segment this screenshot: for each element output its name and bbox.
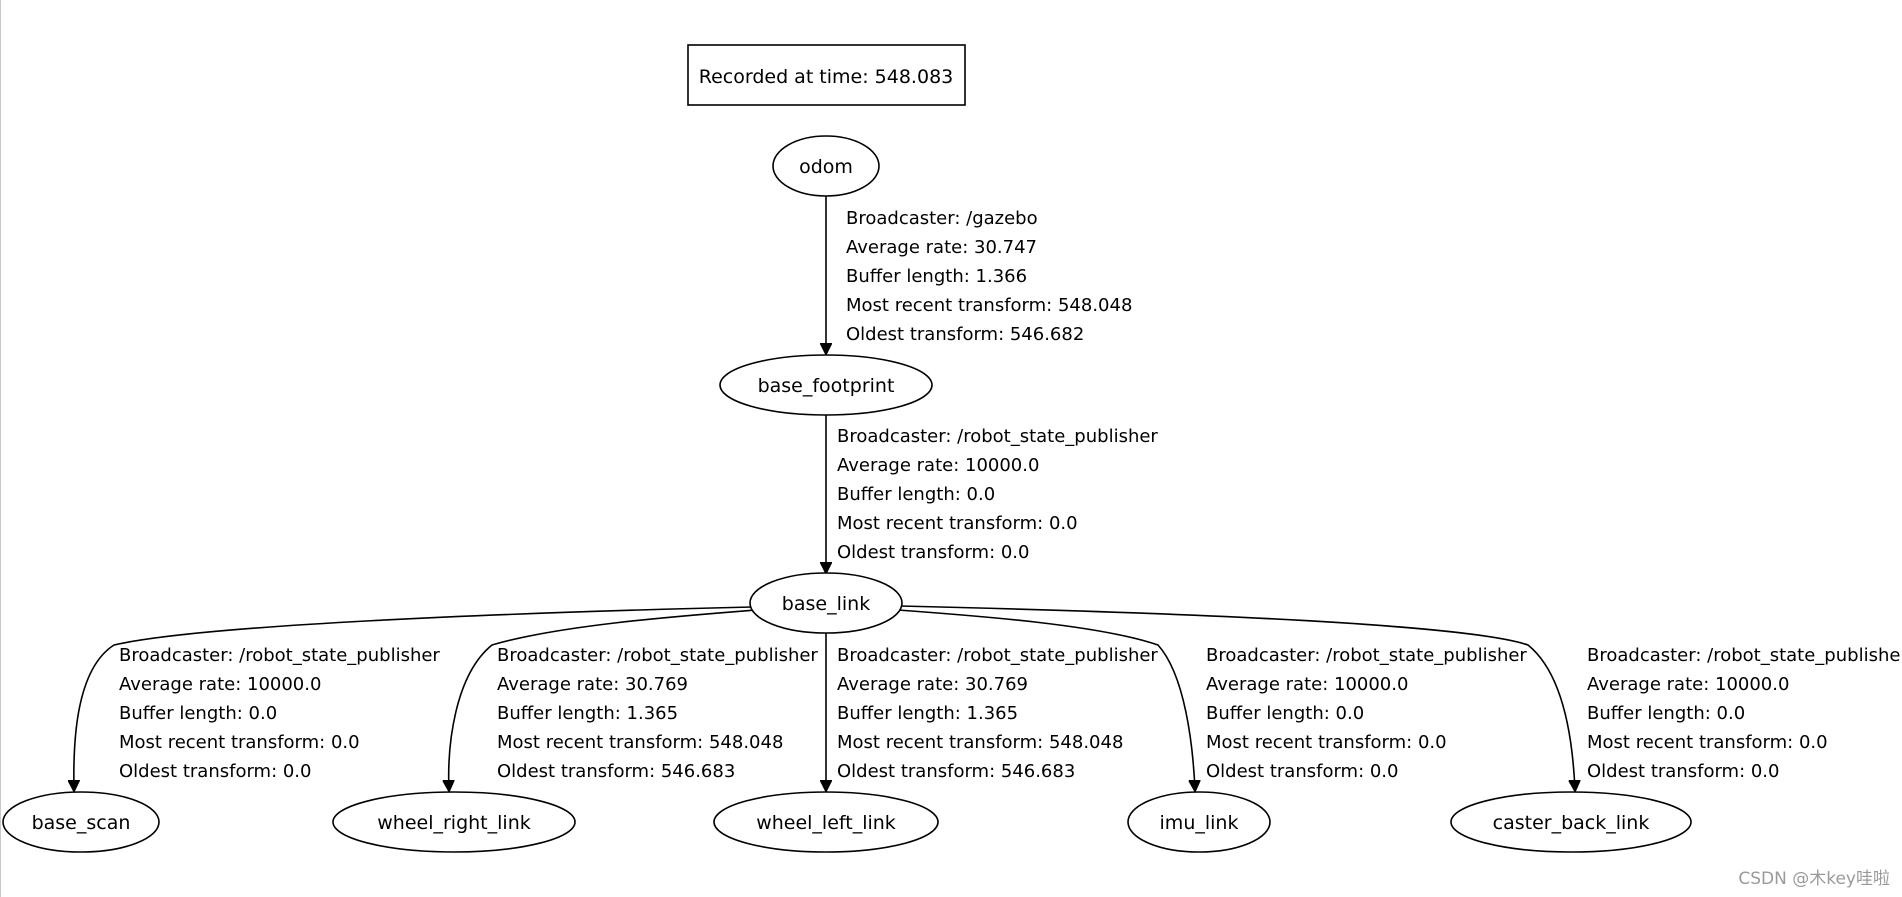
node-label: caster_back_link: [1493, 812, 1650, 834]
edge-label-base_link-wheel_left_link: Broadcaster: /robot_state_publisher Aver…: [837, 645, 1158, 782]
node-imu_link: imu_link: [1127, 791, 1271, 853]
edge-label-line: Buffer length: 0.0: [119, 703, 277, 724]
edge-label-line: Average rate: 10000.0: [1587, 674, 1789, 695]
edge-label-line: Average rate: 30.747: [846, 237, 1037, 258]
edge-label-base_footprint-base_link: Broadcaster: /robot_state_publisher Aver…: [837, 426, 1158, 563]
edge-label-line: Most recent transform: 0.0: [119, 732, 360, 753]
edge-label-line: Average rate: 10000.0: [1206, 674, 1408, 695]
node-base_link: base_link: [749, 572, 903, 634]
edge-label-line: Buffer length: 1.366: [846, 266, 1027, 287]
edge-label-line: Oldest transform: 546.683: [497, 761, 735, 782]
edge-base_link-caster_back_link: [899, 605, 1575, 790]
edge-label-line: Broadcaster: /robot_state_publisher: [837, 645, 1158, 666]
edge-label-base_link-caster_back_link: Broadcaster: /robot_state_publisher Aver…: [1587, 645, 1902, 782]
node-label: odom: [799, 156, 853, 178]
edge-label-odom-base_footprint: Broadcaster: /gazebo Average rate: 30.74…: [846, 208, 1132, 345]
node-base_scan: base_scan: [2, 791, 160, 853]
node-label: imu_link: [1160, 812, 1239, 834]
node-base_footprint: base_footprint: [719, 354, 933, 416]
edge-label-line: Oldest transform: 546.683: [837, 761, 1075, 782]
edges: [74, 196, 1575, 790]
edge-label-line: Buffer length: 1.365: [497, 703, 678, 724]
edge-label-line: Oldest transform: 0.0: [1587, 761, 1779, 782]
edge-label-line: Buffer length: 0.0: [1587, 703, 1745, 724]
edge-label-line: Oldest transform: 0.0: [1206, 761, 1398, 782]
edge-label-line: Broadcaster: /robot_state_publisher: [497, 645, 818, 666]
watermark-text: CSDN @木key哇啦: [1738, 869, 1890, 889]
edge-label-line: Most recent transform: 0.0: [1206, 732, 1447, 753]
edge-label-line: Buffer length: 0.0: [1206, 703, 1364, 724]
edge-label-line: Broadcaster: /gazebo: [846, 208, 1038, 229]
frame-border: [0, 0, 1, 897]
edge-label-line: Average rate: 10000.0: [119, 674, 321, 695]
node-label: wheel_left_link: [756, 812, 896, 834]
edge-label-line: Most recent transform: 548.048: [497, 732, 783, 753]
edge-label-line: Oldest transform: 546.682: [846, 324, 1084, 345]
edge-label-line: Most recent transform: 0.0: [1587, 732, 1828, 753]
edge-label-line: Broadcaster: /robot_state_publisher: [1206, 645, 1527, 666]
edge-label-line: Average rate: 10000.0: [837, 455, 1039, 476]
edge-label-line: Most recent transform: 0.0: [837, 513, 1078, 534]
edge-label-line: Most recent transform: 548.048: [846, 295, 1132, 316]
edge-label-line: Buffer length: 0.0: [837, 484, 995, 505]
edge-label-line: Broadcaster: /robot_state_publisher: [119, 645, 440, 666]
node-label: base_footprint: [758, 375, 895, 397]
edge-label-line: Average rate: 30.769: [497, 674, 688, 695]
edge-label-line: Broadcaster: /robot_state_publisher: [837, 426, 1158, 447]
recorded-time-box: Recorded at time: 548.083: [687, 44, 966, 106]
edge-label-base_link-imu_link: Broadcaster: /robot_state_publisher Aver…: [1206, 645, 1527, 782]
edge-label-base_link-wheel_right_link: Broadcaster: /robot_state_publisher Aver…: [497, 645, 818, 782]
edge-base_link-base_scan: [74, 606, 753, 790]
edge-label-line: Oldest transform: 0.0: [837, 542, 1029, 563]
nodes: odom base_footprint base_link base_scan …: [2, 135, 1692, 853]
node-label: wheel_right_link: [377, 812, 530, 834]
node-wheel_left_link: wheel_left_link: [713, 791, 939, 853]
edge-label-line: Most recent transform: 548.048: [837, 732, 1123, 753]
recorded-time-label: Recorded at time: 548.083: [699, 66, 954, 88]
edge-base_link-imu_link: [897, 609, 1195, 790]
edge-label-base_link-base_scan: Broadcaster: /robot_state_publisher Aver…: [119, 645, 440, 782]
edge-label-line: Buffer length: 1.365: [837, 703, 1018, 724]
edge-label-line: Broadcaster: /robot_state_publisher: [1587, 645, 1902, 666]
node-label: base_scan: [32, 812, 131, 834]
node-wheel_right_link: wheel_right_link: [332, 791, 576, 853]
node-label: base_link: [782, 593, 870, 615]
edge-base_link-wheel_right_link: [449, 609, 757, 790]
edge-label-line: Average rate: 30.769: [837, 674, 1028, 695]
node-caster_back_link: caster_back_link: [1450, 791, 1692, 853]
edge-label-line: Oldest transform: 0.0: [119, 761, 311, 782]
node-odom: odom: [772, 135, 880, 197]
